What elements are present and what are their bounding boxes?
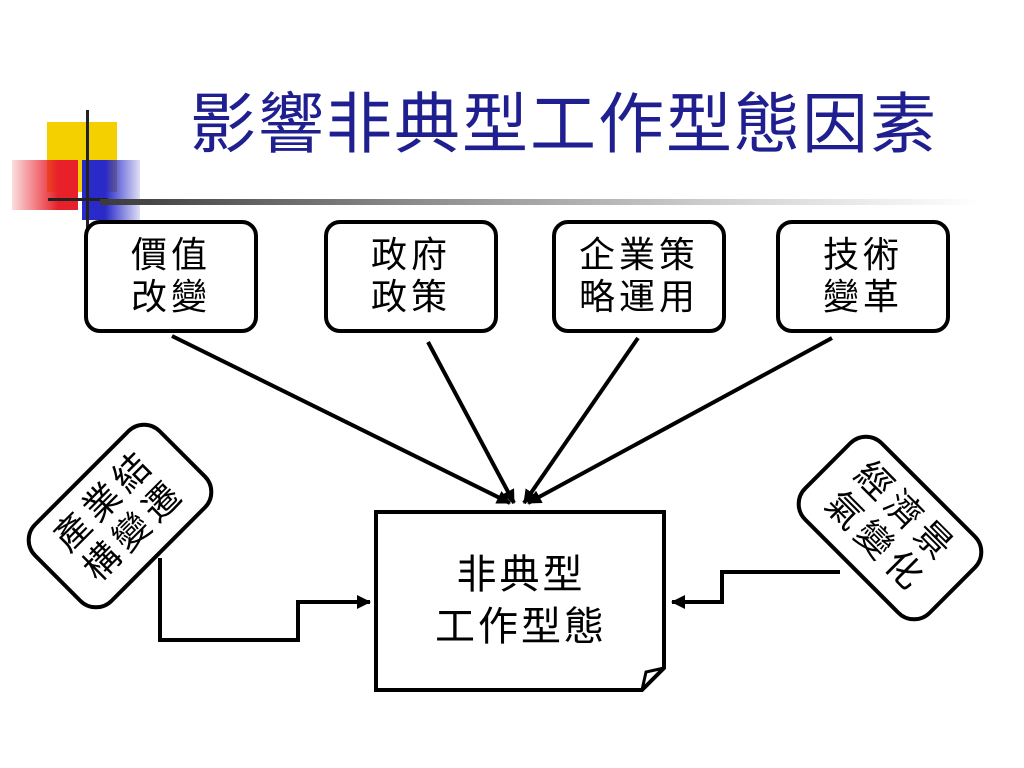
outcome-box-fold: [640, 666, 665, 691]
arrow-value-change: [171, 334, 511, 505]
outcome-label-line1: 非典型: [456, 552, 586, 598]
arrow-enterprise-strategy: [522, 336, 640, 505]
outcome-box: [374, 510, 666, 692]
factor-box-technology-change: 技術 變革: [776, 220, 950, 333]
title-underline: [100, 199, 980, 205]
outcome-label: 非典型 工作型態: [378, 512, 664, 690]
deco-blue-square: [82, 160, 140, 220]
factor-box-enterprise-strategy: 企業策 略運用: [552, 220, 726, 333]
factor-box-value-change: 價值 改變: [84, 220, 258, 333]
arrow-economic-climate: [671, 570, 840, 609]
factor-box-government-policy: 政府 政策: [324, 220, 498, 333]
outcome-label-line2: 工作型態: [435, 604, 607, 650]
deco-horizontal-line: [48, 198, 108, 201]
deco-red-square: [12, 160, 78, 210]
factor-label-line2: 改變: [130, 276, 211, 318]
arrow-gov-policy: [426, 341, 516, 504]
arrow-industry-structure: [158, 558, 371, 642]
factor-label-line1: 企業策: [578, 234, 699, 276]
arrow-tech-change: [527, 336, 833, 505]
factor-label-line1: 政府: [370, 234, 451, 276]
factor-label-line2: 政策: [370, 276, 451, 318]
factor-label-line1: 技術: [822, 234, 903, 276]
deco-vertical-line: [86, 110, 89, 228]
factor-label-line2: 變革: [822, 276, 903, 318]
factor-label-line2: 略運用: [578, 276, 699, 318]
factor-label-line1: 價值: [130, 234, 211, 276]
slide-title: 影響非典型工作型態因素: [190, 86, 938, 163]
